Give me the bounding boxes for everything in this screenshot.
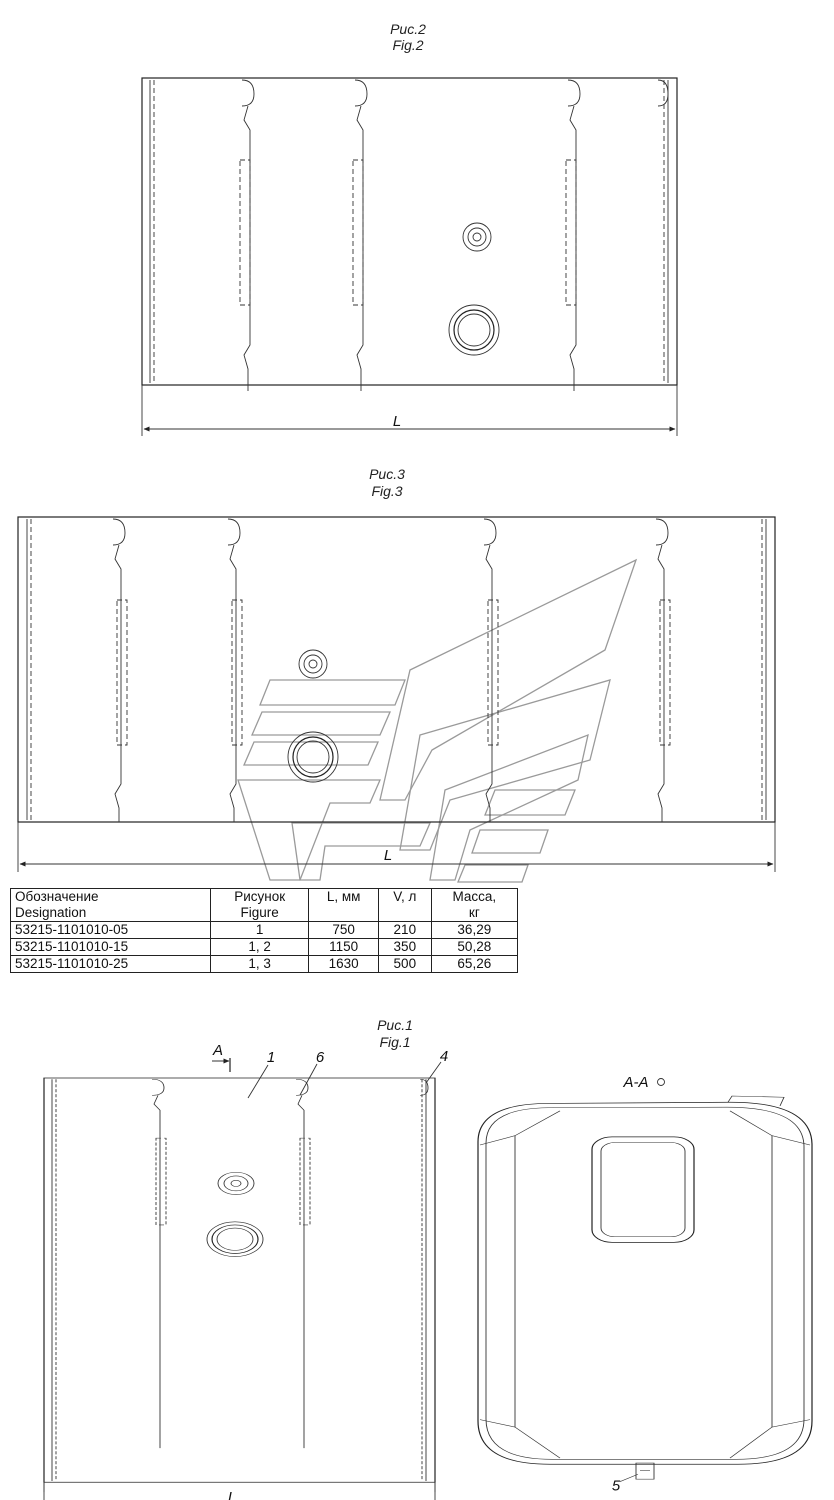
fig2-dimension-l: L [141,385,678,436]
cell-figure: 1, 2 [210,938,310,956]
cell-volume: 350 [377,938,432,956]
header-figure: Рисунок Figure [210,888,310,922]
cell-length: 1150 [308,938,379,956]
fig2-caption-ru: Рис.2 [390,21,426,37]
callout-1: 1 [267,1049,275,1066]
callout-leaders: 1 6 4 [247,1048,448,1099]
callout-6: 6 [316,1049,325,1066]
cell-mass: 65,26 [430,955,519,973]
cell-length: 1630 [308,955,379,973]
spec-table: Обозначение Designation Рисунок Figure L… [9,888,519,973]
cell-designation: 53215-1101010-05 [9,921,212,939]
header-volume: V, л [377,888,432,922]
section-mark-top: A [212,1042,231,1072]
fig2-dim-label: L [393,413,401,430]
cell-length: 750 [308,921,379,939]
cell-mass: 36,29 [430,921,519,939]
header-length: L, мм [308,888,379,922]
cell-designation: 53215-1101010-25 [9,955,212,973]
header-mass: Масса, кг [430,888,519,922]
fig1-tank-view [43,1077,436,1483]
cell-figure: 1, 3 [210,955,310,973]
fig2-tank-view [141,77,678,391]
fig3-dimension-l: L [17,822,776,872]
cell-volume: 500 [377,955,432,973]
fig1-caption-ru: Рис.1 [377,1017,413,1033]
header-designation: Обозначение Designation [9,888,212,922]
callout-5-leader: 5 [612,1473,639,1494]
fig2-caption-en: Fig.2 [392,37,423,53]
table-row: 53215-1101010-15 1, 2 1150 350 50,28 [9,938,519,956]
cell-mass: 50,28 [430,938,519,956]
section-a-a-view [477,1095,813,1480]
table-row: 53215-1101010-05 1 750 210 36,29 [9,921,519,939]
section-title: А-А [622,1074,648,1091]
callout-4: 4 [440,1048,448,1065]
cell-designation: 53215-1101010-15 [9,938,212,956]
callout-5: 5 [612,1477,621,1494]
section-letter-top: A [212,1042,223,1059]
fig3-caption-en: Fig.3 [371,483,402,499]
fig3-dim-label: L [384,847,392,864]
fig3-tank-view [17,516,776,823]
cell-figure: 1 [210,921,310,939]
watermark-logo [237,558,638,883]
fig1-dimension-line: L [43,1482,436,1500]
spec-table-header: Обозначение Designation Рисунок Figure L… [9,888,519,922]
table-row: 53215-1101010-25 1, 3 1630 500 65,26 [9,955,519,973]
fig1-dim-label: L [228,1489,236,1500]
fig3-caption-ru: Рис.3 [369,466,405,482]
cell-volume: 210 [377,921,432,939]
section-circle-marker [657,1078,665,1086]
fig1-caption-en: Fig.1 [379,1034,410,1050]
